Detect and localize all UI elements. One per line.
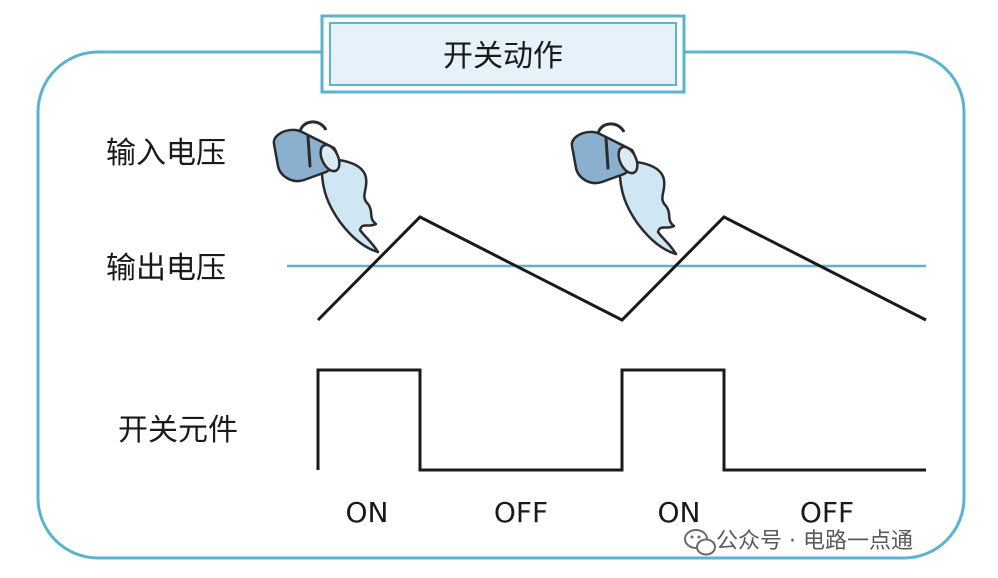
bucket-handle xyxy=(596,122,626,135)
bucket-rim xyxy=(319,143,341,173)
title-box-inner xyxy=(329,22,677,86)
bucket-pour-icon xyxy=(570,122,678,256)
state-label-on: ON xyxy=(658,496,701,529)
diagram-title: 开关动作 xyxy=(443,39,563,74)
output-voltage-label: 输出电压 xyxy=(106,251,226,286)
state-label-off: OFF xyxy=(800,496,854,529)
state-label-on: ON xyxy=(346,496,389,529)
switch-element-label: 开关元件 xyxy=(118,413,238,448)
bucket-handle-bar xyxy=(306,134,312,168)
watermark-text: 公众号 · 电路一点通 xyxy=(716,529,913,554)
bucket-handle xyxy=(298,120,328,133)
bucket-pour-icon xyxy=(272,120,380,254)
water-stream xyxy=(618,160,678,256)
water-stream xyxy=(320,158,380,254)
watermark: 公众号 · 电路一点通 xyxy=(684,529,913,556)
title-box: 开关动作 xyxy=(320,14,686,94)
wechat-icon xyxy=(684,529,716,556)
outer-frame xyxy=(36,50,966,560)
output-voltage-waveform xyxy=(316,215,927,322)
bucket-handle-bar xyxy=(604,136,610,170)
bucket-rim xyxy=(617,145,639,175)
input-voltage-label: 输入电压 xyxy=(106,136,226,171)
switch-element-waveform xyxy=(316,368,926,472)
state-label-off: OFF xyxy=(494,496,548,529)
